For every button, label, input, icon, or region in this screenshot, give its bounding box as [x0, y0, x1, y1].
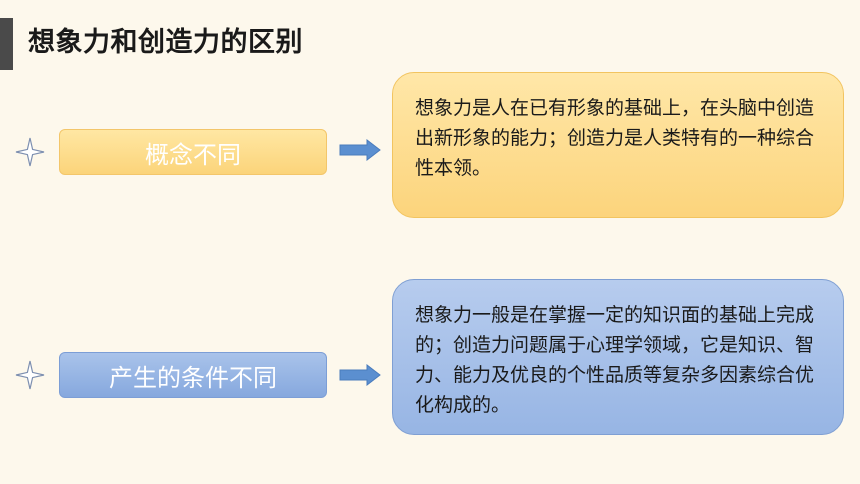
- concept-description: 想象力是人在已有形象的基础上，在头脑中创造出新形象的能力；创造力是人类特有的一种…: [415, 97, 815, 179]
- title-accent-bar: [0, 18, 13, 70]
- page-title: 想象力和创造力的区别: [28, 27, 303, 58]
- concept-description-box: 想象力是人在已有形象的基础上，在头脑中创造出新形象的能力；创造力是人类特有的一种…: [392, 72, 844, 218]
- concept-label: 概念不同: [145, 140, 241, 169]
- concept-label-pill: 概念不同: [59, 129, 327, 175]
- conditions-description-box: 想象力一般是在掌握一定的知识面的基础上完成的；创造力问题属于心理学领域，它是知识…: [392, 279, 844, 435]
- right-arrow-icon: [339, 364, 381, 386]
- four-point-star-icon: [15, 137, 45, 167]
- conditions-label-pill: 产生的条件不同: [59, 352, 327, 398]
- conditions-label: 产生的条件不同: [109, 363, 277, 392]
- conditions-description: 想象力一般是在掌握一定的知识面的基础上完成的；创造力问题属于心理学领域，它是知识…: [415, 304, 815, 416]
- right-arrow-icon: [339, 139, 381, 161]
- four-point-star-icon: [15, 360, 45, 390]
